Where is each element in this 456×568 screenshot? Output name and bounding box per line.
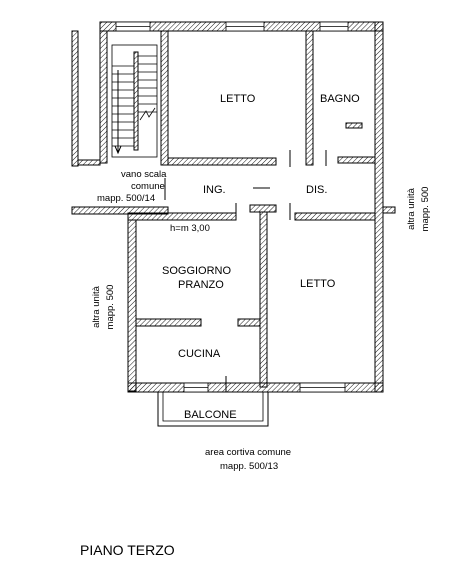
stairwell-label-line2: comune bbox=[131, 181, 165, 192]
room-label-living-line2: PRANZO bbox=[178, 279, 224, 291]
window-stair bbox=[115, 21, 151, 32]
stairwell-label-line3: mapp. 500/14 bbox=[97, 193, 155, 204]
wall-bedroom-lower-top bbox=[294, 212, 376, 221]
room-label-bedroom-upper: LETTO bbox=[220, 93, 256, 105]
neighbor-left-line2: mapp. 500 bbox=[105, 285, 116, 330]
walls bbox=[71, 21, 396, 393]
balcony-outline bbox=[157, 392, 269, 427]
balcony-outer-rail bbox=[157, 392, 269, 427]
room-label-bathroom: BAGNO bbox=[320, 93, 360, 105]
stair-direction-arrowhead bbox=[114, 145, 122, 155]
stairwell-label-line1: vano scala bbox=[121, 169, 167, 180]
window-bedroom-upper bbox=[225, 21, 265, 32]
room-label-hallway: DIS. bbox=[306, 184, 327, 196]
wall-living-top bbox=[127, 212, 237, 221]
wall-stair-left bbox=[99, 30, 108, 164]
window-kitchen bbox=[183, 382, 209, 393]
window-bedroom-lower bbox=[299, 382, 346, 393]
room-label-entrance: ING. bbox=[203, 184, 226, 196]
neighbor-left-line1: altra unità bbox=[91, 285, 102, 327]
wall-bedroom-bathroom bbox=[305, 30, 314, 166]
wall-partition-vertical bbox=[259, 211, 268, 388]
neighbor-right-line2: mapp. 500 bbox=[420, 187, 431, 232]
courtyard-label-line1: area cortiva comune bbox=[205, 447, 291, 458]
staircase bbox=[111, 44, 158, 158]
wall-bottom bbox=[127, 382, 384, 393]
wall-partition-cap bbox=[249, 204, 277, 213]
stair-outline bbox=[111, 44, 158, 158]
wall-bathroom-bottom bbox=[337, 156, 376, 164]
room-label-kitchen: CUCINA bbox=[178, 348, 221, 360]
wall-far-left-upper bbox=[71, 30, 79, 167]
wall-kitchen-partition-a bbox=[135, 318, 202, 327]
window-bathroom bbox=[319, 21, 349, 32]
bathroom-fixture bbox=[345, 122, 363, 129]
wall-kitchen-partition-b bbox=[237, 318, 261, 327]
stair-break-mark bbox=[139, 107, 156, 121]
courtyard-label-line2: mapp. 500/13 bbox=[220, 461, 278, 472]
wall-stair-right bbox=[160, 30, 169, 166]
wall-left-outer bbox=[127, 219, 137, 392]
room-label-balcony: BALCONE bbox=[184, 409, 237, 421]
door-marks bbox=[164, 122, 363, 392]
windows bbox=[115, 21, 349, 393]
stair-center-wall bbox=[133, 51, 139, 151]
room-label-living-line1: SOGGIORNO bbox=[162, 265, 232, 277]
wall-stair-landing bbox=[77, 159, 101, 166]
labels: LETTO BAGNO vano scala comune mapp. 500/… bbox=[80, 93, 431, 558]
neighbor-right-line1: altra unità bbox=[406, 187, 417, 229]
wall-corridor-left bbox=[71, 206, 169, 215]
wall-right-outer bbox=[374, 21, 384, 393]
ceiling-height-label: h=m 3,00 bbox=[170, 223, 210, 234]
floor-title: PIANO TERZO bbox=[80, 542, 175, 558]
room-label-bedroom-lower: LETTO bbox=[300, 278, 336, 290]
wall-right-extension bbox=[382, 206, 396, 214]
wall-bedroom-upper-bottom bbox=[167, 157, 277, 166]
balcony-inner-rail bbox=[162, 392, 264, 422]
